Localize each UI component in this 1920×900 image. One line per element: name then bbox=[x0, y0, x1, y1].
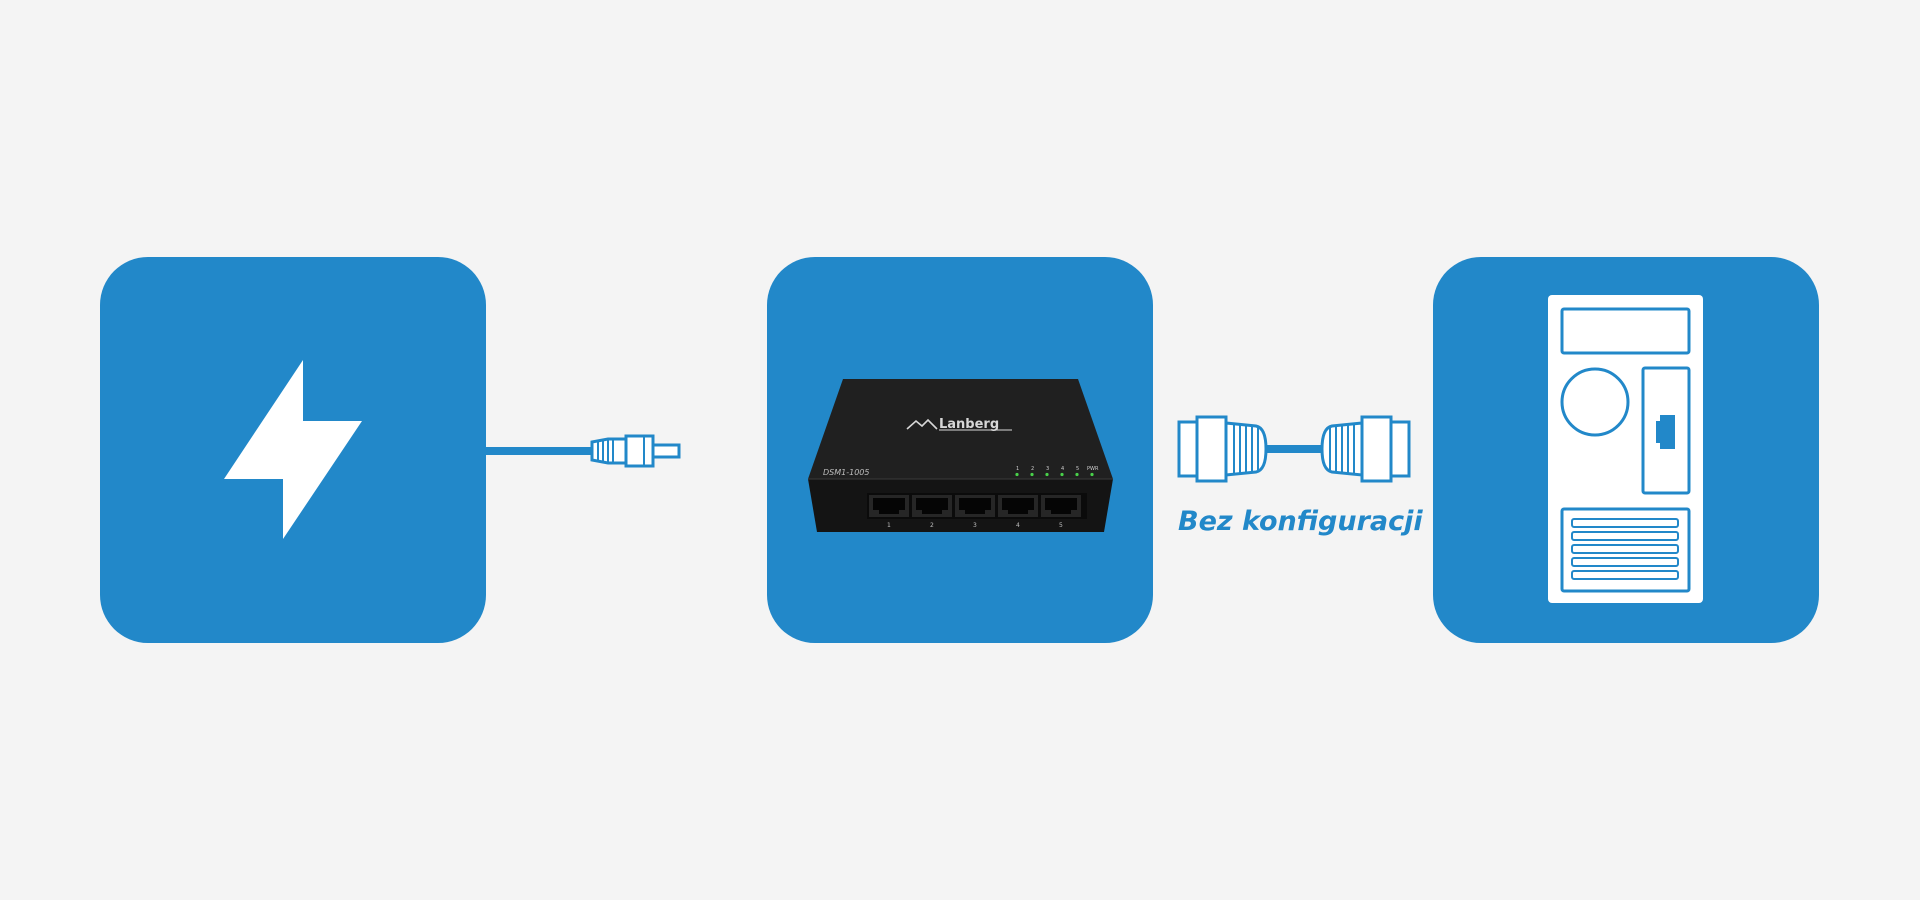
ethernet-cable-icon bbox=[1177, 415, 1411, 483]
lightning-bolt-icon bbox=[224, 360, 362, 539]
switch-led-row: 1 2 3 4 5 PWR bbox=[1015, 466, 1099, 477]
io-panel bbox=[1641, 366, 1691, 495]
vent-panel bbox=[1560, 507, 1691, 593]
led-1 bbox=[1015, 472, 1019, 477]
led-label-3: 3 bbox=[1046, 466, 1049, 472]
power-tile bbox=[100, 257, 486, 643]
fan-circle bbox=[1560, 367, 1630, 437]
led-label-4: 4 bbox=[1061, 466, 1064, 472]
port-number-1: 1 bbox=[887, 522, 891, 529]
led-4 bbox=[1060, 472, 1064, 477]
switch-top-face bbox=[808, 379, 1113, 479]
switch-ports: 1 2 3 4 5 bbox=[869, 495, 1081, 529]
desktop-pc-tower-icon bbox=[1548, 295, 1703, 603]
led-pwr bbox=[1090, 472, 1094, 477]
ethernet-port-icon bbox=[1656, 415, 1675, 449]
ethernet-port-4 bbox=[998, 495, 1038, 517]
port-number-3: 3 bbox=[973, 522, 977, 529]
switch-tile: Lanberg DSM1-1005 1 2 3 4 5 PWR bbox=[767, 257, 1153, 643]
port-number-4: 4 bbox=[1016, 522, 1020, 529]
port-number-2: 2 bbox=[930, 522, 934, 529]
ethernet-port-1 bbox=[869, 495, 909, 517]
led-5 bbox=[1075, 472, 1079, 477]
led-label-pwr: PWR bbox=[1087, 466, 1099, 472]
led-label-1: 1 bbox=[1016, 466, 1019, 472]
drive-bay bbox=[1560, 307, 1691, 355]
led-label-2: 2 bbox=[1031, 466, 1034, 472]
switch-model-label: DSM1-1005 bbox=[823, 468, 869, 477]
led-label-5: 5 bbox=[1076, 466, 1079, 472]
ethernet-port-5 bbox=[1041, 495, 1081, 517]
network-switch-image: Lanberg DSM1-1005 1 2 3 4 5 PWR bbox=[808, 379, 1113, 532]
ethernet-port-2 bbox=[912, 495, 952, 517]
led-2 bbox=[1030, 472, 1034, 477]
led-3 bbox=[1045, 472, 1049, 477]
caption-no-configuration: Bez konfiguracji bbox=[1178, 506, 1423, 537]
pc-tile bbox=[1433, 257, 1819, 643]
lanberg-logo-icon bbox=[906, 418, 938, 430]
ethernet-port-3 bbox=[955, 495, 995, 517]
port-number-5: 5 bbox=[1059, 522, 1063, 529]
switch-brand-label: Lanberg bbox=[939, 417, 999, 432]
power-cable-plug-icon bbox=[486, 434, 681, 468]
